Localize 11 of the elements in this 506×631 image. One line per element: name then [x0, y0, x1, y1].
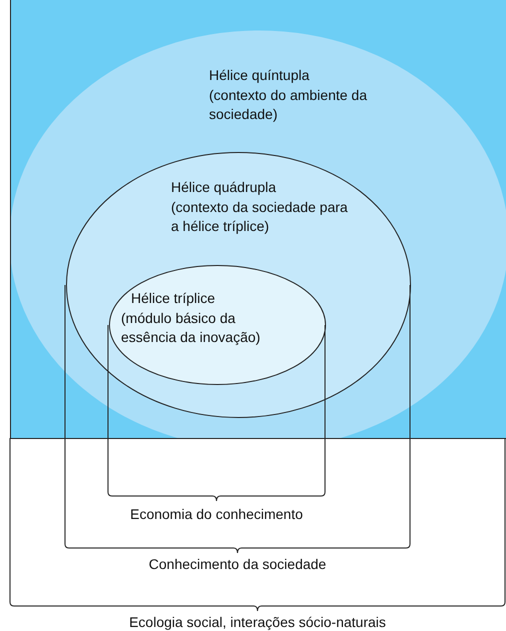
bracket-label: Ecologia social, interações sócio-naturais — [129, 613, 386, 631]
ellipse-title: Hélice tríplice — [131, 289, 216, 308]
ellipse-description: (módulo básico da essência da inovação) — [121, 309, 262, 347]
bracket-label: Conhecimento da sociedade — [148, 555, 326, 573]
ellipse-title: Hélice quádrupla — [171, 178, 278, 197]
ellipse-description: (contexto da sociedade para a hélice tríplice) — [171, 198, 349, 236]
ellipse-title: Hélice quíntupla — [209, 66, 310, 85]
ellipse-description: (contexto do ambiente da sociedade) — [209, 86, 368, 124]
ellipse — [109, 265, 326, 385]
bracket-label: Economia do conhecimento — [130, 505, 303, 523]
ellipse — [66, 152, 411, 418]
